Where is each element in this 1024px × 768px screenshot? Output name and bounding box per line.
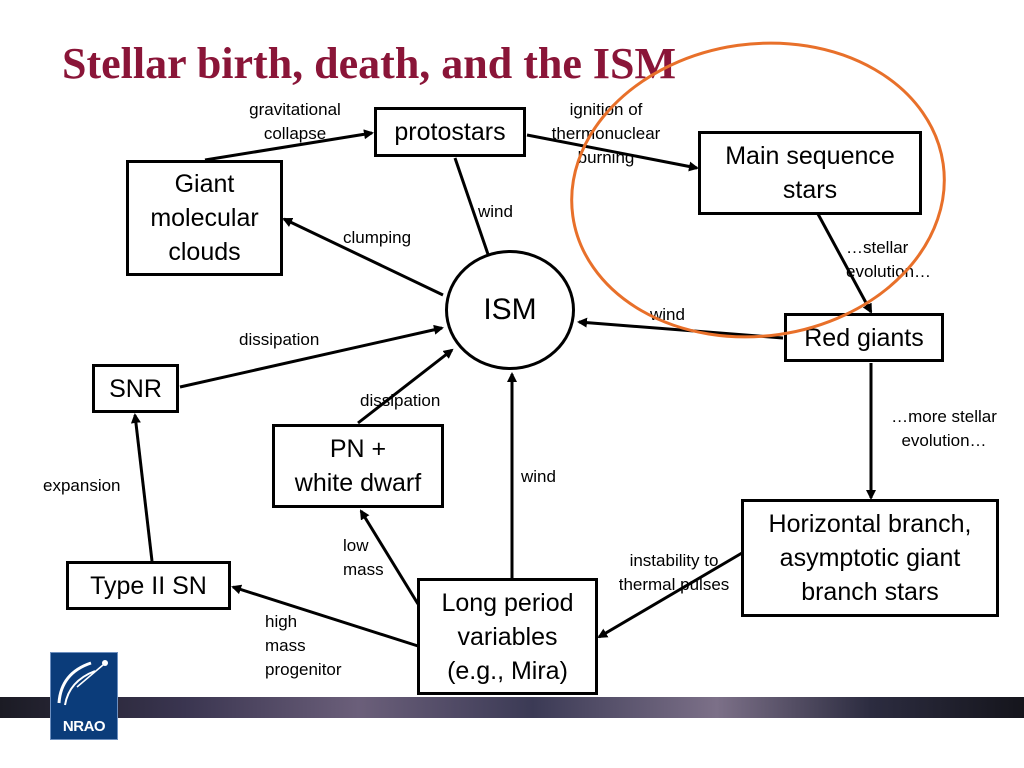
arrow-type-ii-sn-to-snr bbox=[130, 413, 154, 562]
label-low-mass: low mass bbox=[343, 536, 384, 579]
label-dissipation-pn: dissipation bbox=[360, 391, 441, 410]
radio-dish-icon bbox=[57, 660, 108, 706]
arrow-snr-to-ism bbox=[179, 324, 444, 389]
label-instability: instability to thermal pulses bbox=[618, 551, 730, 594]
label-high-mass-progenitor: high mass progenitor bbox=[265, 612, 342, 679]
node-protostars: protostars bbox=[374, 107, 526, 157]
arrow-lpv-to-pn bbox=[359, 509, 420, 605]
footer-band bbox=[0, 697, 1024, 718]
nrao-logo: NRAO bbox=[50, 652, 118, 740]
label-expansion: expansion bbox=[43, 476, 121, 495]
arrow-horizontal-branch-to-lpv bbox=[597, 551, 743, 639]
label-clumping: clumping bbox=[343, 228, 412, 247]
arrow-protostars-to-main-sequence bbox=[526, 133, 699, 172]
node-horizontal-branch: Horizontal branch, asymptotic giant bran… bbox=[741, 499, 999, 617]
arrow-ism-to-gmc bbox=[282, 217, 444, 297]
node-pn-white-dwarf: PN + white dwarf bbox=[272, 424, 444, 508]
node-type-ii-sn: Type II SN bbox=[66, 561, 231, 610]
node-giant-molecular-clouds: Giant molecular clouds bbox=[126, 160, 283, 276]
arrow-lpv-to-type-ii-sn bbox=[231, 584, 419, 648]
label-wind-lpv: wind bbox=[521, 467, 556, 486]
label-gravitational-collapse: gravitational collapse bbox=[249, 100, 341, 143]
arrow-gmc-to-protostars bbox=[204, 129, 374, 162]
arrow-red-giants-to-ism bbox=[577, 317, 784, 340]
node-long-period-variables: Long period variables (e.g., Mira) bbox=[417, 578, 598, 695]
arrow-pn-to-ism bbox=[357, 348, 454, 425]
node-snr: SNR bbox=[92, 364, 179, 413]
arrow-main-sequence-to-red-giants bbox=[816, 213, 873, 314]
label-wind-protostars: wind bbox=[478, 202, 513, 221]
label-ignition: ignition of thermonuclear burning bbox=[551, 100, 661, 167]
label-dissipation-snr: dissipation bbox=[239, 330, 320, 349]
arrow-protostars-to-ism bbox=[453, 157, 494, 265]
label-more-stellar-evolution: …more stellar evolution… bbox=[891, 407, 997, 450]
node-red-giants: Red giants bbox=[784, 313, 944, 362]
node-main-sequence-stars: Main sequence stars bbox=[698, 131, 922, 215]
page-title: Stellar birth, death, and the ISM bbox=[62, 39, 677, 88]
logo-text: NRAO bbox=[62, 718, 106, 735]
node-ism: ISM bbox=[445, 250, 575, 370]
